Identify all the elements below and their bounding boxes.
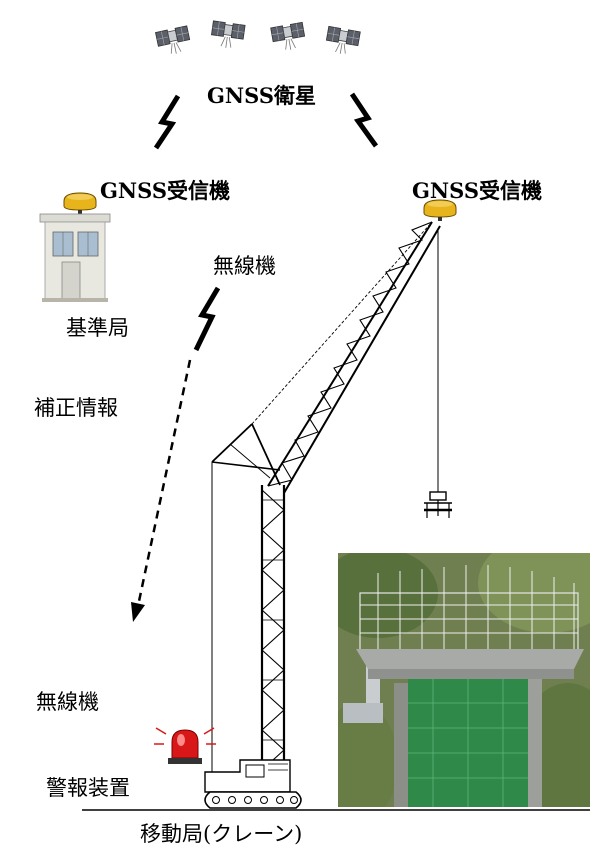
base-station-booth-icon	[39, 213, 111, 302]
receiver-right-label: GNSS受信機	[412, 178, 542, 203]
radio-top-label: 無線機	[213, 254, 276, 278]
bridge-pier-photo	[338, 553, 590, 807]
lightning-bolt-icon	[349, 92, 379, 148]
base-station-label: 基準局	[66, 316, 129, 340]
radio-bottom-label: 無線機	[36, 690, 99, 714]
warning-beacon-icon	[154, 727, 216, 764]
lightning-bolt-icon	[193, 286, 221, 352]
gnss-antenna-icon	[63, 192, 97, 215]
crawler-crane-icon	[204, 221, 452, 809]
satellite-icon	[270, 21, 307, 53]
lightning-bolt-icon	[153, 94, 181, 150]
satellite-icon	[324, 25, 361, 57]
arrow-head-icon	[131, 602, 145, 622]
satellites-label: GNSS衛星	[207, 83, 316, 108]
mobile-station-label: 移動局(クレーン)	[140, 822, 303, 846]
alarm-label: 警報装置	[46, 776, 130, 800]
receiver-left-label: GNSS受信機	[100, 178, 230, 203]
correction-info-label: 補正情報	[34, 396, 118, 420]
correction-info-arrow	[136, 359, 192, 607]
satellite-icon	[209, 20, 246, 51]
satellite-icon	[155, 25, 193, 58]
